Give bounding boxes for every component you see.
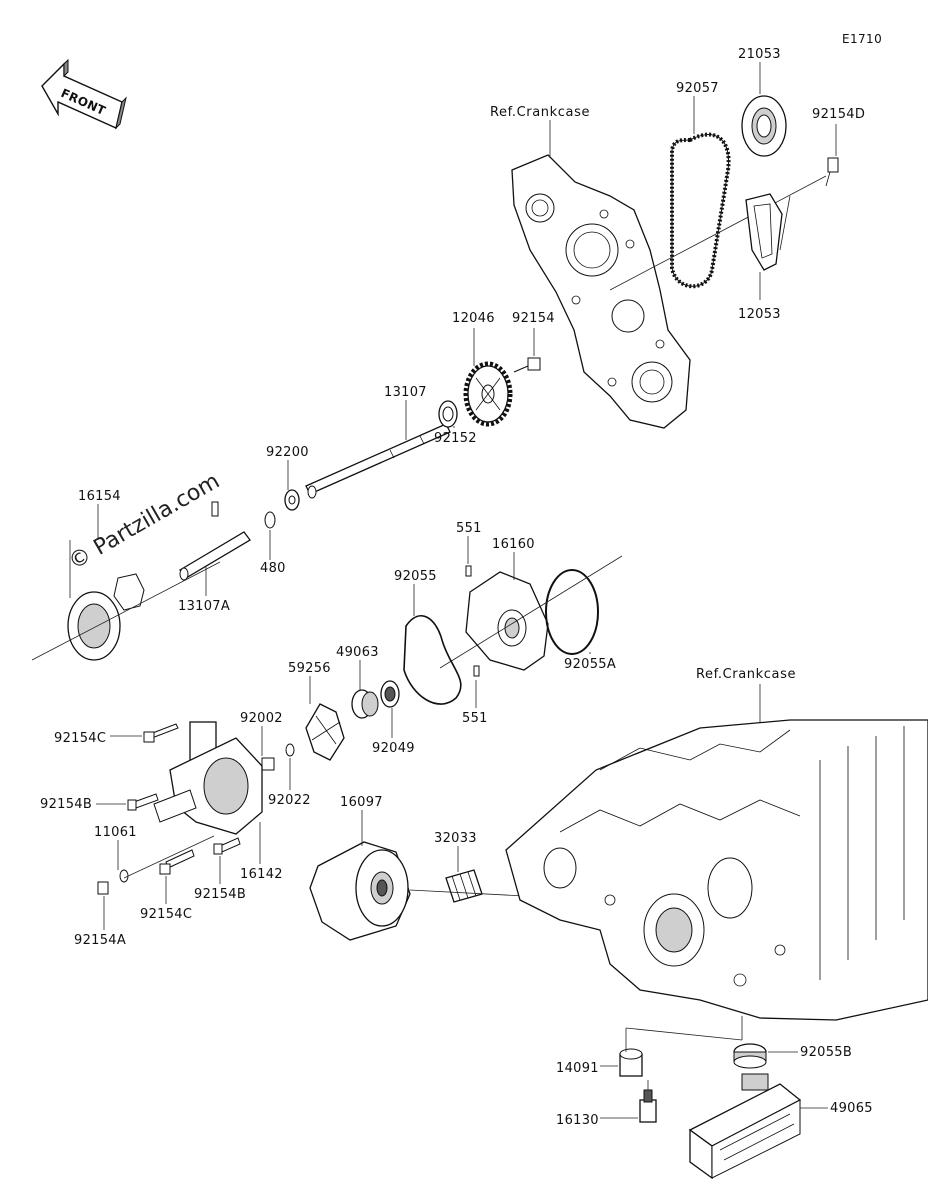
label-92055B: 92055B xyxy=(800,1045,852,1060)
label-92154A: 92154A xyxy=(74,933,126,948)
label-92154B-bottom: 92154B xyxy=(194,887,246,902)
label-92022: 92022 xyxy=(268,793,311,808)
seal-49063 xyxy=(351,689,379,719)
seal-92049 xyxy=(380,680,400,708)
label-13107A: 13107A xyxy=(178,599,230,614)
bolt-92154a xyxy=(97,881,109,895)
label-49065: 49065 xyxy=(830,1101,873,1116)
impeller-59256 xyxy=(305,703,345,761)
pump-cover-16142 xyxy=(153,721,263,835)
oring-92055a xyxy=(545,569,599,655)
label-13107: 13107 xyxy=(384,385,427,400)
label-14091: 14091 xyxy=(556,1061,599,1076)
bolt-92154 xyxy=(513,357,541,373)
sprocket-21053 xyxy=(741,95,787,157)
ref-crankcase-lower: Ref.Crankcase xyxy=(696,667,796,682)
label-551-bottom: 551 xyxy=(462,711,488,726)
label-59256: 59256 xyxy=(288,661,331,676)
label-92057: 92057 xyxy=(676,81,719,96)
label-16130: 16130 xyxy=(556,1113,599,1128)
gasket-92055 xyxy=(403,615,462,705)
label-92200: 92200 xyxy=(266,445,309,460)
label-21053: 21053 xyxy=(738,47,781,62)
label-92152: 92152 xyxy=(434,431,477,446)
plug-92055b xyxy=(733,1043,767,1069)
rotor-16154 xyxy=(67,573,145,661)
washer-92022 xyxy=(285,743,295,757)
label-12046: 12046 xyxy=(452,311,495,326)
seal-92152 xyxy=(438,400,458,428)
washer-92200 xyxy=(284,489,300,511)
label-551-top: 551 xyxy=(456,521,482,536)
lower-crankcase xyxy=(505,719,928,1021)
shaft-13107a xyxy=(179,501,251,581)
timing-cover xyxy=(511,154,691,429)
oil-filter-16097 xyxy=(309,841,411,941)
chain-92057 xyxy=(670,132,731,289)
bolt-92154b-top xyxy=(127,793,159,811)
bolt-92002 xyxy=(261,757,275,771)
label-32033: 32033 xyxy=(434,831,477,846)
bolt-92154d xyxy=(825,157,839,187)
label-11061: 11061 xyxy=(94,825,137,840)
ref-crankcase-upper: Ref.Crankcase xyxy=(490,105,590,120)
valve-14091 xyxy=(619,1048,643,1077)
label-92154B-top: 92154B xyxy=(40,797,92,812)
guide-12053 xyxy=(745,193,783,271)
fitting-16130 xyxy=(639,1089,657,1123)
label-12053: 12053 xyxy=(738,307,781,322)
gear-12046 xyxy=(463,361,513,427)
label-92154: 92154 xyxy=(512,311,555,326)
label-16097: 16097 xyxy=(340,795,383,810)
label-49063: 49063 xyxy=(336,645,379,660)
label-92154D: 92154D xyxy=(812,107,865,122)
label-16154: 16154 xyxy=(78,489,121,504)
label-92049: 92049 xyxy=(372,741,415,756)
label-92055A: 92055A xyxy=(564,657,616,672)
label-16160: 16160 xyxy=(492,537,535,552)
pin-551-bottom xyxy=(473,665,480,677)
label-92154C-bottom: 92154C xyxy=(140,907,192,922)
diagram-code: E1710 xyxy=(842,32,882,46)
label-92154C-top: 92154C xyxy=(54,731,106,746)
bolt-92154c-bottom xyxy=(159,849,195,875)
housing-16160 xyxy=(465,571,549,671)
bolt-92154c-top xyxy=(143,723,179,743)
label-480: 480 xyxy=(260,561,286,576)
fitting-32033 xyxy=(445,869,483,903)
shaft-13107 xyxy=(305,423,451,499)
label-92002: 92002 xyxy=(240,711,283,726)
front-arrow-icon: FRONT xyxy=(41,58,127,130)
circlip-480 xyxy=(264,511,276,529)
label-16142: 16142 xyxy=(240,867,283,882)
bolt-92154b-bottom xyxy=(213,837,241,855)
pin-551-top xyxy=(465,565,472,577)
washer-11061 xyxy=(119,869,129,883)
label-92055: 92055 xyxy=(394,569,437,584)
strainer-49065 xyxy=(688,1073,802,1180)
